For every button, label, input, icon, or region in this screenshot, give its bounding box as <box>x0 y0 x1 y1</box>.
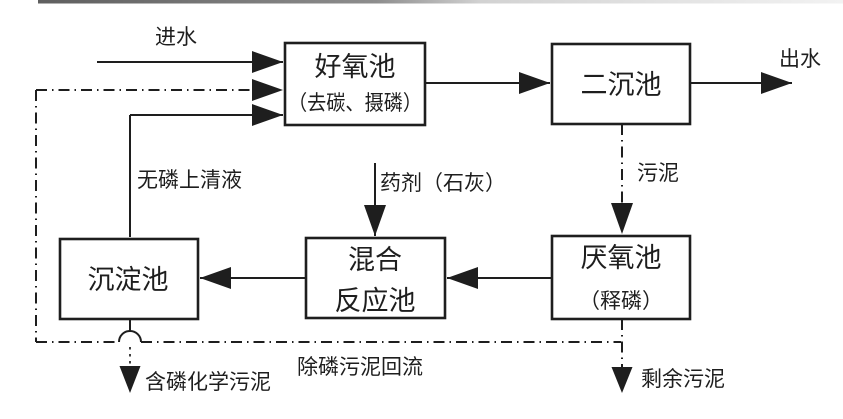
effluent-label: 出水 <box>779 47 821 71</box>
sedimentation-tank-box <box>58 237 200 321</box>
chemical-lime-label: 药剂（石灰） <box>380 171 506 195</box>
secondary-clarifier-box <box>550 42 692 126</box>
mixing-reaction-tank-box <box>304 236 447 320</box>
excess-sludge-label: 剩余污泥 <box>641 367 725 391</box>
aerobic-tank-box <box>283 41 427 127</box>
sedimentation-tank-title: 沉淀池 <box>88 265 169 295</box>
aerobic-tank-subtitle: （去碳、摄磷） <box>288 91 422 115</box>
anaerobic-tank-subtitle: （释磷） <box>579 289 663 313</box>
anaerobic-tank-box <box>550 234 692 321</box>
sludge-label: 污泥 <box>637 161 679 185</box>
phosphorus-chemical-sludge-label: 含磷化学污泥 <box>145 370 271 394</box>
supernatant-label: 无磷上清液 <box>137 168 242 192</box>
top-scan-strip <box>38 0 843 4</box>
influent-label: 进水 <box>155 25 197 49</box>
phosphorus-sludge-arrowhead <box>119 366 141 393</box>
excess-sludge-arrowhead <box>611 367 633 393</box>
aerobic-tank-title: 好氧池 <box>315 52 396 82</box>
mixing-tank-title-line1: 混合 <box>348 245 402 275</box>
secondary-clarifier-title: 二沉池 <box>581 70 662 100</box>
mixing-tank-title-line2: 反应池 <box>335 286 416 316</box>
line-crossover-hump <box>118 330 142 343</box>
sludge-return-label: 除磷污泥回流 <box>297 355 423 379</box>
anaerobic-tank-title: 厌氧池 <box>581 243 662 273</box>
